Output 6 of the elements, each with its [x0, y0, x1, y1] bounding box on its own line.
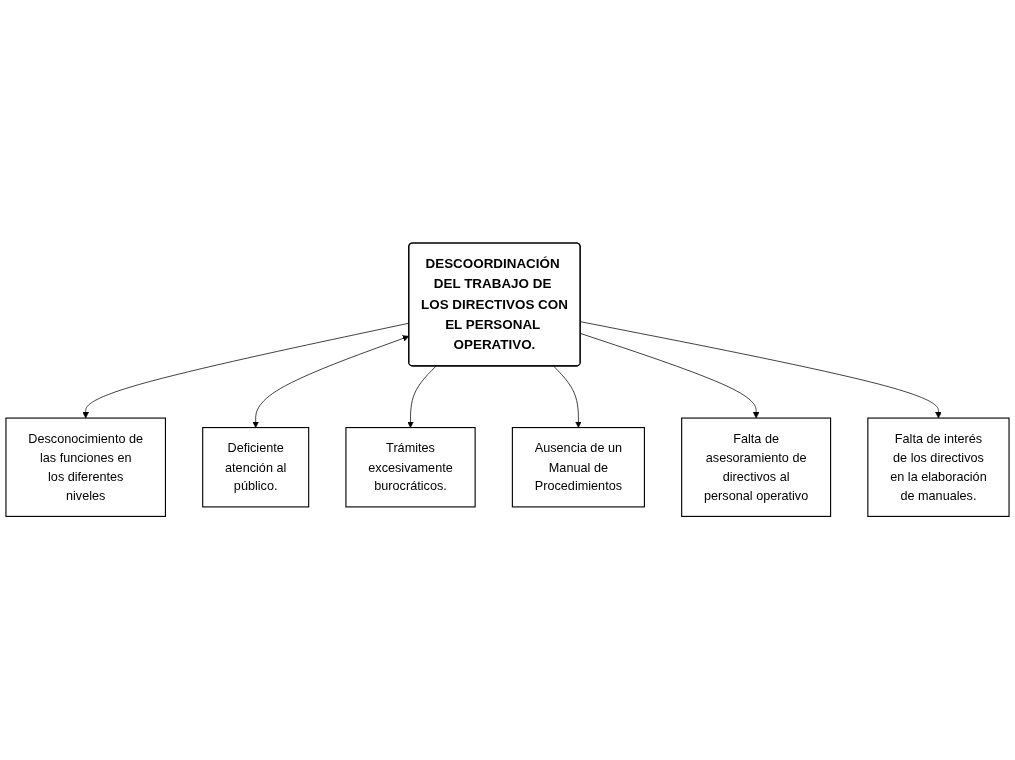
node-box: Deficiente atención al público.: [202, 427, 310, 508]
node-box: Falta de interés de los directivos en la elaboración de manuales.: [867, 417, 1010, 518]
node-box: Trámites excesivamente burocráticos.: [345, 427, 476, 508]
node-box: Falta de asesoramiento de directivos al personal operativo: [681, 417, 832, 518]
node-box: Ausencia de un Manual de Procedimientos: [511, 427, 645, 508]
node-box: Desconocimiento de las funciones en los diferentes niveles: [5, 417, 166, 518]
